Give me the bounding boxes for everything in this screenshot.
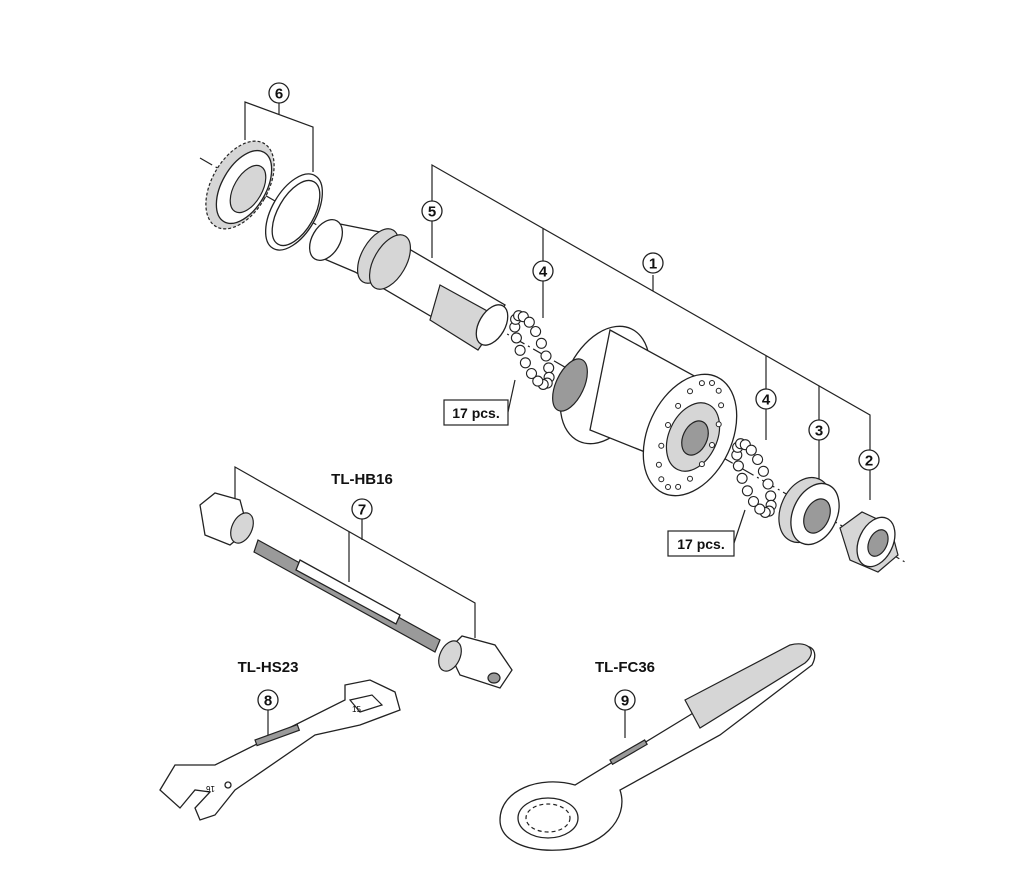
callout-2: 2	[858, 449, 880, 471]
bearing-ball	[519, 357, 531, 369]
wrench-size-15: 15	[352, 705, 361, 714]
ball-bearing-set-right	[731, 438, 777, 518]
spoke-hole	[687, 475, 693, 482]
bearing-ball	[532, 375, 544, 387]
leader-pcs-right	[733, 509, 746, 544]
callout-3: 3	[808, 419, 830, 441]
callout-9: 9	[614, 689, 636, 711]
callout-number: 2	[865, 453, 873, 470]
callout-4b: 4	[755, 388, 777, 410]
tl-hs23-cone-wrench: 15 16	[159, 679, 401, 821]
bearing-ball	[523, 316, 535, 328]
tool-label-tl-fc36: TL-FC36	[595, 659, 655, 676]
lock-ring	[205, 140, 275, 230]
bearing-ball	[540, 350, 552, 362]
bearing-ball	[762, 478, 774, 490]
shimano-logo-fc36	[609, 739, 648, 766]
tool-label-tl-hb16: TL-HB16	[331, 471, 393, 488]
bearing-ball	[745, 444, 757, 456]
callout-number: 5	[428, 204, 436, 221]
pcs-text-right: 17 pcs.	[677, 536, 724, 552]
bearing-ball	[514, 344, 526, 356]
spoke-hole	[658, 442, 665, 449]
bearing-ball	[754, 503, 766, 515]
spoke-hole	[715, 421, 722, 428]
bearing-ball	[736, 472, 748, 484]
bearing-ball	[543, 362, 555, 374]
pcs-label-right: 17 pcs.	[667, 530, 735, 557]
bearing-ball	[525, 367, 538, 380]
tl-hb16-tool	[199, 492, 513, 689]
spoke-hole	[709, 442, 715, 448]
spoke-hole	[655, 461, 662, 468]
spoke-hole	[698, 461, 705, 468]
leader-6	[244, 101, 314, 172]
spoke-hole	[665, 422, 671, 428]
freehub-body	[308, 219, 509, 351]
spacer-washer	[264, 173, 324, 251]
wrench-size-16: 16	[206, 784, 215, 793]
spoke-hole	[658, 476, 665, 483]
leader-pcs-left	[507, 379, 516, 413]
callout-number: 3	[815, 423, 823, 440]
bearing-ball	[732, 460, 744, 472]
spoke-hole	[687, 388, 693, 395]
lock-nut	[839, 511, 899, 573]
spoke-hole	[665, 484, 671, 490]
bearing-ball	[752, 453, 764, 466]
bearing-ball	[765, 490, 777, 502]
callout-8: 8	[257, 689, 279, 711]
pcs-label-left: 17 pcs.	[443, 399, 509, 426]
callout-number: 7	[358, 502, 366, 519]
cone	[778, 476, 840, 546]
callout-7: 7	[351, 498, 373, 520]
callout-6: 6	[268, 82, 290, 104]
callout-4a: 4	[532, 260, 554, 282]
bearing-ball	[535, 337, 547, 349]
spoke-hole	[715, 387, 722, 394]
tl-fc36-lockring-tool	[499, 643, 816, 851]
pcs-text-left: 17 pcs.	[452, 405, 499, 421]
spoke-hole	[675, 483, 682, 490]
callout-number: 9	[621, 693, 629, 710]
spoke-hole	[698, 380, 705, 387]
bearing-ball	[530, 325, 542, 338]
callout-5: 5	[421, 200, 443, 222]
leader-7	[234, 465, 476, 638]
spoke-hole	[718, 402, 725, 409]
callout-number: 1	[649, 256, 657, 273]
ball-bearing-set-left	[509, 310, 555, 390]
spoke-hole	[675, 402, 682, 409]
callout-number: 8	[264, 693, 272, 710]
shimano-logo	[254, 723, 301, 747]
bearing-ball	[757, 465, 769, 477]
callout-number: 6	[275, 86, 283, 103]
callout-1: 1	[642, 252, 664, 274]
callout-number: 4	[539, 264, 548, 281]
bearing-ball	[741, 485, 753, 497]
callout-number: 4	[762, 392, 771, 409]
bearing-ball	[747, 495, 760, 508]
spoke-hole	[709, 380, 715, 386]
tool-label-tl-hs23: TL-HS23	[238, 659, 299, 676]
bearing-ball	[510, 332, 522, 344]
hub-shell	[552, 325, 738, 497]
